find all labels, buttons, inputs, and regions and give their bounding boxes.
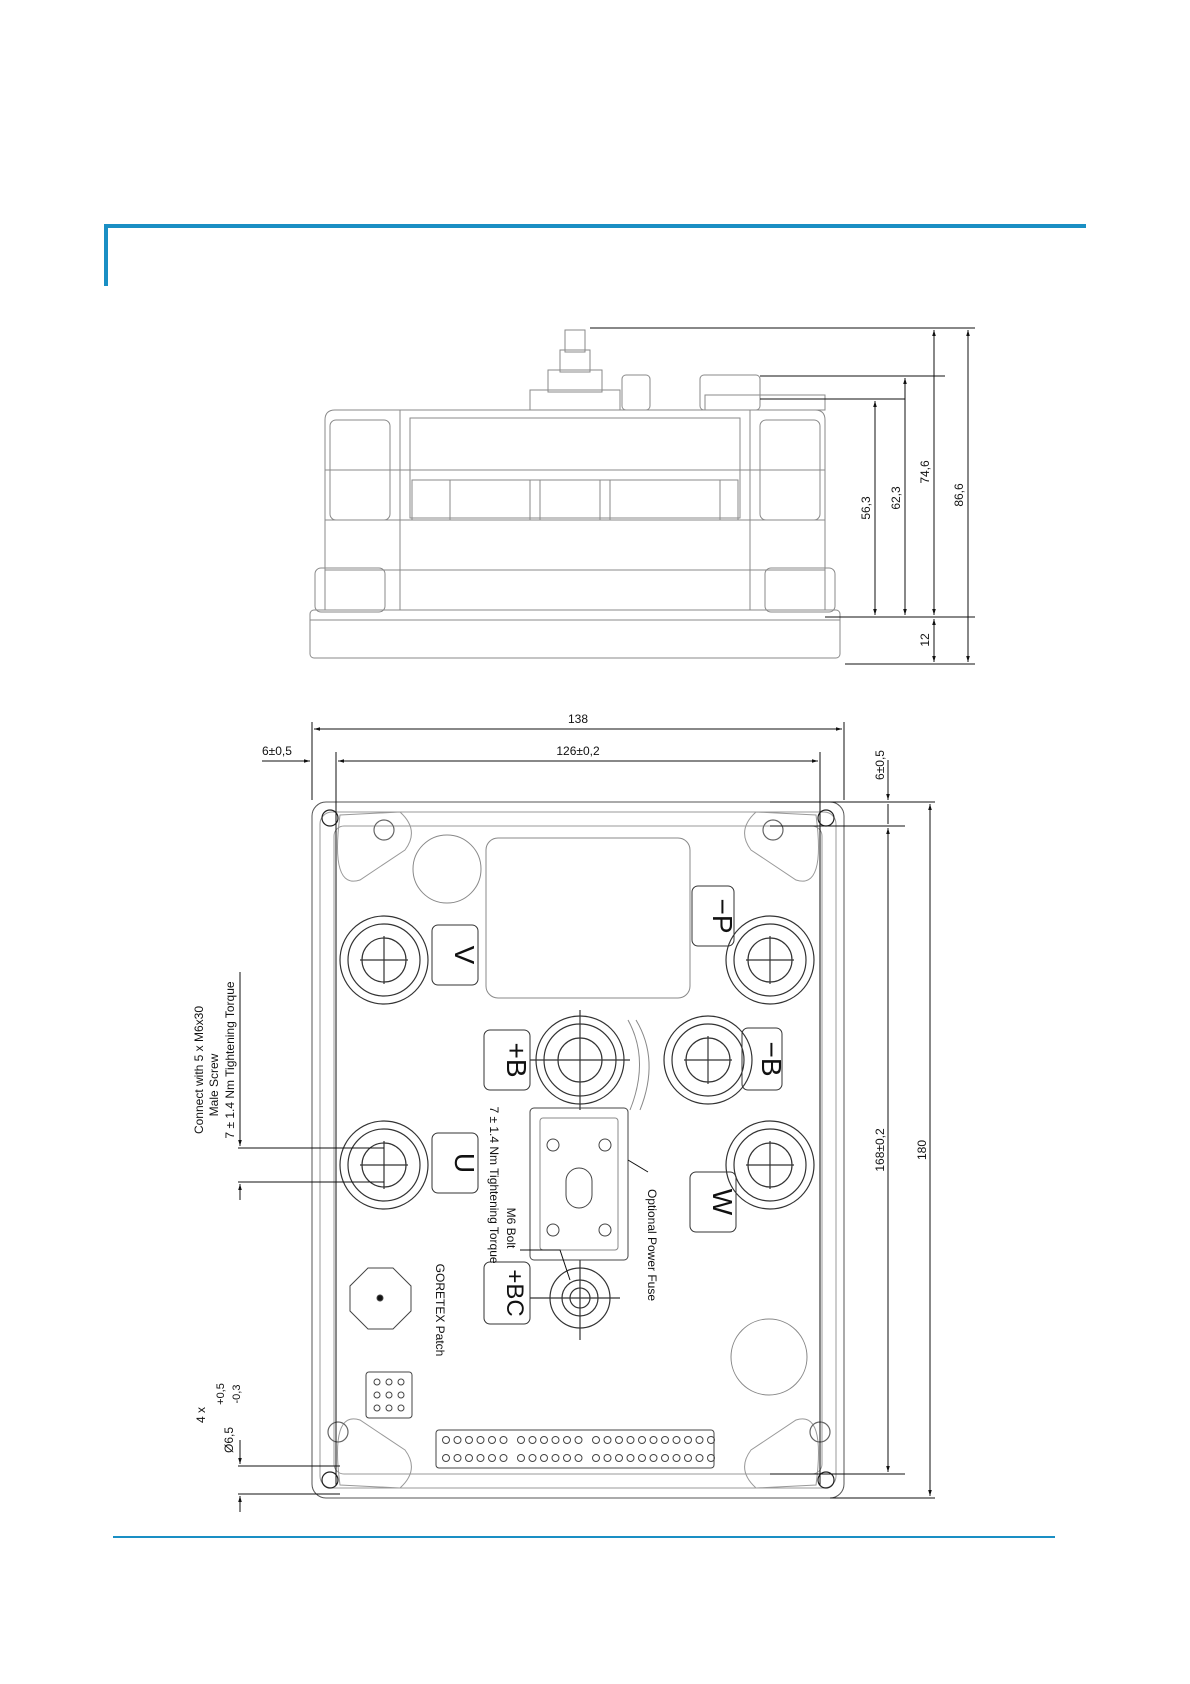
main-connector	[436, 1430, 715, 1468]
connector-pin	[443, 1437, 450, 1444]
connector-pin	[564, 1455, 571, 1462]
connector-pin	[673, 1437, 680, 1444]
connector-pin	[500, 1455, 507, 1462]
dim-180: 180	[915, 1140, 929, 1160]
connector-pin	[564, 1437, 571, 1444]
note-optional-fuse: Optional Power Fuse	[645, 1189, 659, 1301]
connector-pin	[575, 1437, 582, 1444]
note-m6-bolt: M6 Bolt	[504, 1208, 518, 1249]
connector-pin	[489, 1455, 496, 1462]
dim-6-left: 6±0,5	[262, 744, 292, 758]
connector-pin	[673, 1455, 680, 1462]
dim-86-6: 86,6	[952, 483, 966, 507]
terminal-v	[340, 916, 428, 1004]
connector-pin	[662, 1437, 669, 1444]
goretex-patch	[350, 1268, 411, 1329]
connector-pin	[604, 1437, 611, 1444]
dim-62-3: 62,3	[889, 486, 903, 510]
note-holes-dia: Ø6,5	[222, 1427, 236, 1453]
note-connect-line3: 7 ± 1.4 Nm Tightening Torque	[223, 981, 237, 1138]
terminal-label-u: U	[449, 1153, 480, 1173]
connector-pin	[466, 1455, 473, 1462]
connector-pin	[593, 1437, 600, 1444]
note-goretex: GORETEX Patch	[433, 1264, 447, 1357]
footer-accent-line	[113, 1536, 1055, 1538]
connector-pin	[639, 1455, 646, 1462]
terminal-label-plus-b: +B	[501, 1042, 532, 1077]
connector-pin	[443, 1455, 450, 1462]
connector-pin	[541, 1455, 548, 1462]
dim-6-right: 6±0,5	[873, 750, 887, 780]
terminal-plus-b	[530, 1010, 630, 1110]
terminal-plus-bc	[530, 1260, 620, 1340]
connector-pin	[541, 1437, 548, 1444]
terminal-label-minus-p: −P	[707, 898, 738, 933]
note-bolt-torque: 7 ± 1.4 Nm Tightening Torque	[487, 1106, 501, 1263]
connector-pin	[552, 1437, 559, 1444]
dim-138: 138	[568, 712, 588, 726]
terminal-bosses	[340, 916, 814, 1340]
terminal-w	[726, 1121, 814, 1209]
terminal-label-minus-b: −B	[756, 1041, 787, 1076]
top-view-dimension-lines	[238, 722, 935, 1512]
side-view	[310, 330, 840, 658]
connector-pin	[627, 1437, 634, 1444]
side-view-dimension-lines	[590, 328, 975, 664]
connector-pin	[500, 1437, 507, 1444]
connector-pin	[477, 1455, 484, 1462]
connector-pin	[685, 1437, 692, 1444]
connector-pin	[696, 1455, 703, 1462]
terminal-minus-b	[664, 1016, 752, 1104]
terminal-labels	[432, 886, 782, 1324]
connector-pin	[477, 1437, 484, 1444]
connector-pin	[696, 1437, 703, 1444]
connector-pin	[708, 1455, 715, 1462]
dim-168: 168±0,2	[873, 1128, 887, 1172]
connector-pin	[529, 1455, 536, 1462]
signal-connector-small	[366, 1372, 412, 1418]
connector-pin	[454, 1437, 461, 1444]
dim-126: 126±0,2	[556, 744, 600, 758]
optional-power-fuse	[530, 1020, 649, 1260]
note-connect-line1: Connect with 5 x M6x30	[192, 1006, 206, 1134]
connector-pin	[616, 1437, 623, 1444]
terminal-label-w: W	[707, 1189, 738, 1216]
connector-pin	[454, 1455, 461, 1462]
connector-pin	[627, 1455, 634, 1462]
connector-pin	[489, 1437, 496, 1444]
terminal-minus-p	[726, 916, 814, 1004]
connector-pin	[518, 1437, 525, 1444]
note-holes-count: 4 x	[194, 1407, 208, 1423]
connector-pin	[685, 1455, 692, 1462]
note-holes-tol-minus: -0,3	[231, 1385, 243, 1404]
connector-pin	[466, 1437, 473, 1444]
note-connect-line2: Male Screw	[207, 1053, 221, 1116]
connector-pin	[616, 1455, 623, 1462]
connector-pin	[662, 1455, 669, 1462]
terminal-label-v: V	[449, 946, 480, 965]
connector-pin	[552, 1455, 559, 1462]
connector-pin	[650, 1437, 657, 1444]
top-view-dimension-labels: 138 126±0,2 6±0,5 6±0,5 168±0,2 180	[262, 712, 929, 1172]
dim-56-3: 56,3	[859, 496, 873, 520]
connector-pin	[518, 1455, 525, 1462]
connector-pin	[604, 1455, 611, 1462]
connector-pin	[650, 1455, 657, 1462]
note-holes-tol-plus: +0,5	[215, 1383, 227, 1405]
terminal-u	[340, 1121, 428, 1209]
connector-pin	[593, 1455, 600, 1462]
connector-pin	[529, 1437, 536, 1444]
dim-12: 12	[918, 633, 932, 647]
connector-pin	[639, 1437, 646, 1444]
dim-74-6: 74,6	[918, 460, 932, 484]
terminal-label-plus-bc: +BC	[501, 1269, 528, 1316]
connector-pin	[708, 1437, 715, 1444]
connector-pin	[575, 1455, 582, 1462]
